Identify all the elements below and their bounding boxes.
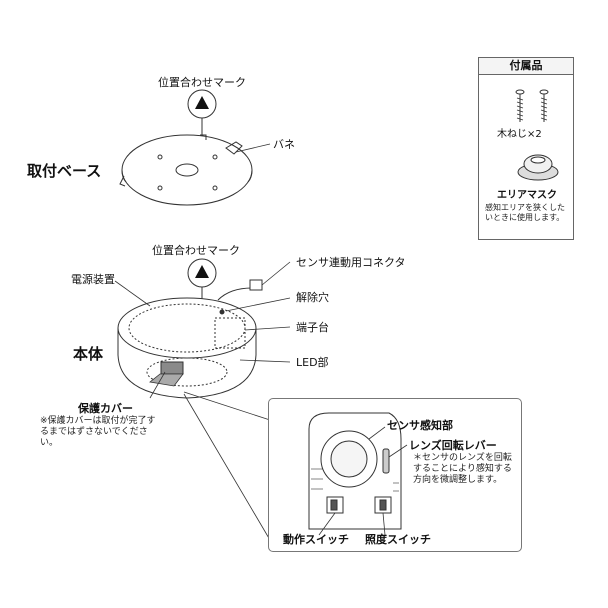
lever-label: レンズ回転レバー xyxy=(409,439,497,452)
screw-label: 木ねじ×2 xyxy=(497,129,542,140)
brightness-switch-label: 照度スイッチ xyxy=(365,533,431,546)
base-title: 取付ベース xyxy=(27,162,102,180)
area-mask-icon xyxy=(517,154,559,181)
mask-label: エリアマスク xyxy=(497,190,557,201)
main-body-drawing xyxy=(117,279,263,399)
body-title: 本体 xyxy=(73,345,104,363)
triangle-mark-icon xyxy=(195,96,209,109)
release-hole-label: 解除穴 xyxy=(296,291,329,304)
operation-switch-label: 動作スイッチ xyxy=(283,533,349,546)
lever-note: ＊センサのレンズを回転することにより感知する方向を微調整します。 xyxy=(413,453,512,485)
base-align-mark-label: 位置合わせマーク xyxy=(158,76,246,89)
mounting-base-drawing xyxy=(119,134,253,206)
sensor-label: センサ感知部 xyxy=(387,419,453,432)
detail-inset: センサ感知部 レンズ回転レバー ＊センサのレンズを回転することにより感知する方向… xyxy=(268,398,522,552)
terminal-label: 端子台 xyxy=(296,321,329,334)
spring-label: バネ xyxy=(273,138,295,151)
detail-drawing xyxy=(308,412,408,536)
led-label: LED部 xyxy=(296,356,329,369)
cover-note: ※保護カバーは取付が完了するまではずさないでください。 xyxy=(40,416,156,448)
mask-note: 感知エリアを狭くしたいときに使用します。 xyxy=(485,203,565,222)
connector-label: センサ連動用コネクタ xyxy=(296,256,406,269)
accessories-title: 付属品 xyxy=(479,58,573,75)
cover-label: 保護カバー xyxy=(78,402,133,415)
triangle-mark-icon-2 xyxy=(195,265,209,278)
screw-icon xyxy=(515,89,549,122)
power-unit-label: 電源装置 xyxy=(71,273,115,286)
body-align-mark-label: 位置合わせマーク xyxy=(152,244,240,257)
accessories-box: 付属品 木ねじ×2 エリアマスク 感知エリアを狭くしたいときに使用します。 xyxy=(478,57,574,240)
